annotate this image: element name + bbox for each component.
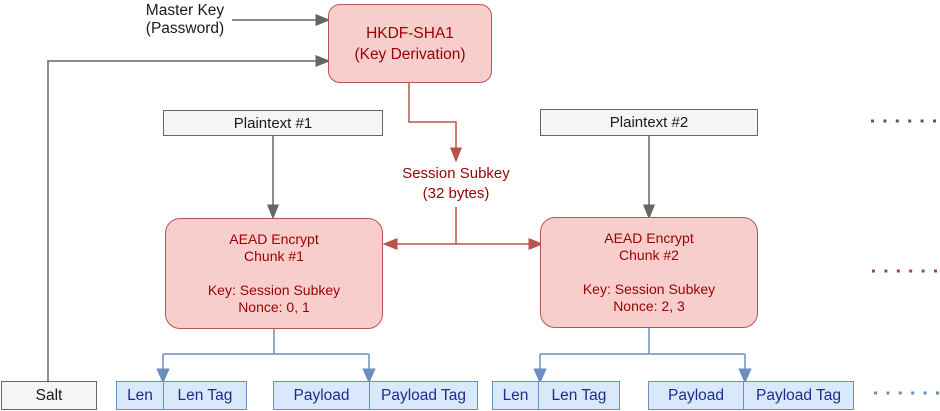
output1-len-cell: Len [127,386,153,404]
session-subkey-line1: Session Subkey [402,164,510,182]
aead1-title-line1: AEAD Encrypt [229,230,319,247]
session-subkey-label: Session Subkey (32 bytes) [383,163,529,205]
aead2-nonce-line: Nonce: 2, 3 [613,298,685,314]
output2-len-group: Len Len Tag [492,381,620,410]
aead2-title-line1: AEAD Encrypt [604,229,694,246]
output2-payload-cell: Payload [667,386,724,404]
master-key-line1: Master Key [145,1,225,19]
output2-len-cell: Len [502,386,529,404]
aead1-key-line: Key: Session Subkey [207,281,341,298]
output1-len-group: Len Len Tag [116,381,247,410]
salt-node: Salt [1,381,97,410]
output2-payload-tag-cell: Payload Tag [743,382,853,409]
output1-payload-cell: Payload [293,386,350,404]
aead-encrypt-chunk2-node: AEAD Encrypt Chunk #2 Key: Session Subke… [540,217,758,328]
line-aead2-fanout [540,328,745,355]
master-key-line2: (Password) [145,20,225,37]
master-key-label: Master Key (Password) [118,1,252,39]
plaintext2-label: Plaintext #2 [609,114,689,131]
aead2-key-line: Key: Session Subkey [582,280,716,297]
output1-payload-tag-cell: Payload Tag [369,382,477,409]
line-aead1-fanout [163,329,369,355]
plaintext1-node: Plaintext #1 [163,110,383,136]
hkdf-line1: HKDF-SHA1 [366,24,454,42]
blue-connectors [156,328,752,384]
output1-len-tag-cell: Len Tag [163,382,246,409]
aead-encrypt-chunk1-node: AEAD Encrypt Chunk #1 Key: Session Subke… [165,218,383,329]
aead2-title-line2: Chunk #2 [619,247,679,263]
output2-payload-group: Payload Payload Tag [648,381,854,410]
output2-len-tag-cell: Len Tag [538,382,619,409]
aead1-title-line2: Chunk #1 [244,248,304,264]
arrow-hkdf-to-subkey [408,83,462,163]
output1-payload-group: Payload Payload Tag [273,381,478,410]
hkdf-node: HKDF-SHA1 (Key Derivation) [328,4,492,83]
plaintext2-node: Plaintext #2 [540,109,758,136]
plaintext1-label: Plaintext #1 [233,114,313,132]
session-subkey-line2: (32 bytes) [422,185,490,202]
hkdf-line2: (Key Derivation) [354,45,466,63]
aead1-nonce-line: Nonce: 0, 1 [238,299,310,315]
salt-label: Salt [35,386,63,404]
